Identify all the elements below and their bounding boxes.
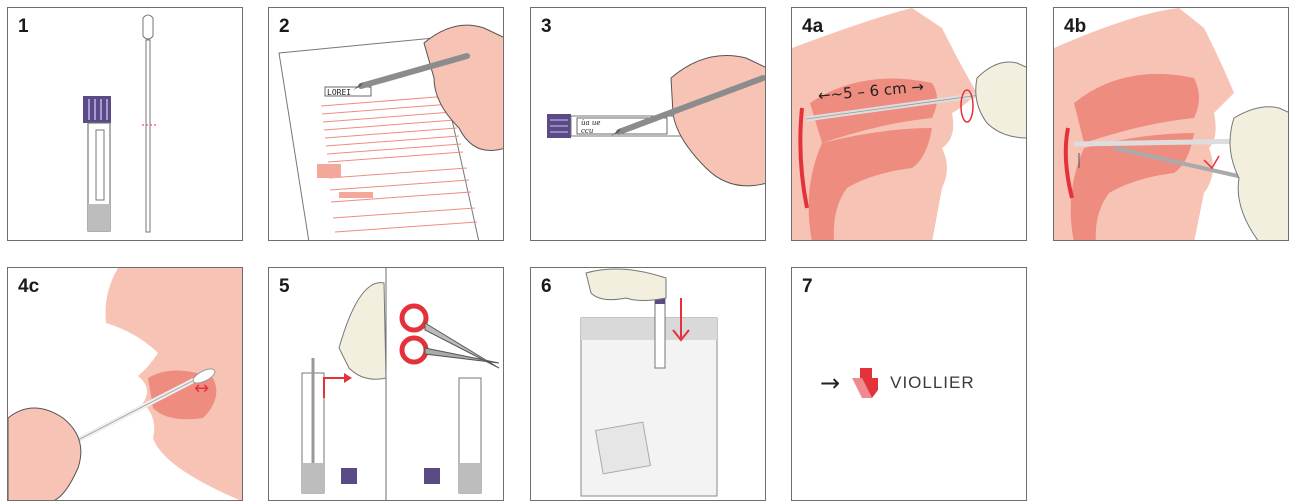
step-7-panel: 7 → VIOLLIER <box>791 267 1027 501</box>
step-4a-panel: 4a ←~5 – 6 cm → <box>791 7 1027 241</box>
nasal-swab-depth-illustration: ←~5 – 6 cm → <box>792 8 1027 241</box>
tube-left <box>302 358 357 493</box>
glove-hand <box>1230 107 1289 241</box>
swab-and-mouth-illustration <box>1054 8 1289 241</box>
step-3-panel: 3 ùa ue ccu <box>530 7 766 241</box>
send-to-lab: → VIOLLIER <box>820 368 975 398</box>
step-number: 5 <box>279 276 290 298</box>
step-2-panel: 2 LOREI <box>268 7 504 241</box>
swab <box>142 15 156 232</box>
glove-hand <box>586 269 666 301</box>
brand-name: VIOLLIER <box>890 373 975 393</box>
step-4c-panel: 4c ↔ <box>7 267 243 501</box>
scissors <box>402 306 499 368</box>
tube-and-swab-illustration <box>8 8 243 241</box>
rotate-arrow: ↔ <box>194 378 209 399</box>
step-number: 1 <box>18 16 29 38</box>
step-1-panel: 1 <box>7 7 243 241</box>
step-4b-panel: 4b <box>1053 7 1289 241</box>
step-number: 4c <box>18 276 39 298</box>
tube-right <box>424 378 481 493</box>
step-6-panel: 6 <box>530 267 766 501</box>
bag-illustration <box>531 268 766 501</box>
step-number: 3 <box>541 16 552 38</box>
head-cross-section <box>792 8 977 241</box>
label-tube-illustration: ùa ue ccu <box>531 8 766 241</box>
glove-hand <box>976 62 1027 138</box>
fill-form-illustration: LOREI <box>269 8 504 241</box>
right-arrow-icon: → <box>820 369 840 397</box>
tube-label-line-1: ùa ue <box>581 119 601 127</box>
step-number: 4a <box>802 16 823 38</box>
specimen-bag <box>581 318 717 496</box>
step-5-panel: 5 <box>268 267 504 501</box>
break-swab-illustration <box>269 268 504 501</box>
sample-tube <box>83 96 111 231</box>
viollier-logo-icon <box>852 368 878 398</box>
step-number: 6 <box>541 276 552 298</box>
head-cross-section <box>1054 8 1234 241</box>
step-number: 4b <box>1064 16 1086 38</box>
step-number: 7 <box>802 276 813 298</box>
step-number: 2 <box>279 16 290 38</box>
form-handwriting: LOREI <box>327 88 351 97</box>
swab-nostril-illustration: ↔ <box>8 268 243 501</box>
hand <box>8 408 81 501</box>
glove-hand-left <box>339 283 386 380</box>
tube-label-line-2: ccu <box>581 127 594 135</box>
